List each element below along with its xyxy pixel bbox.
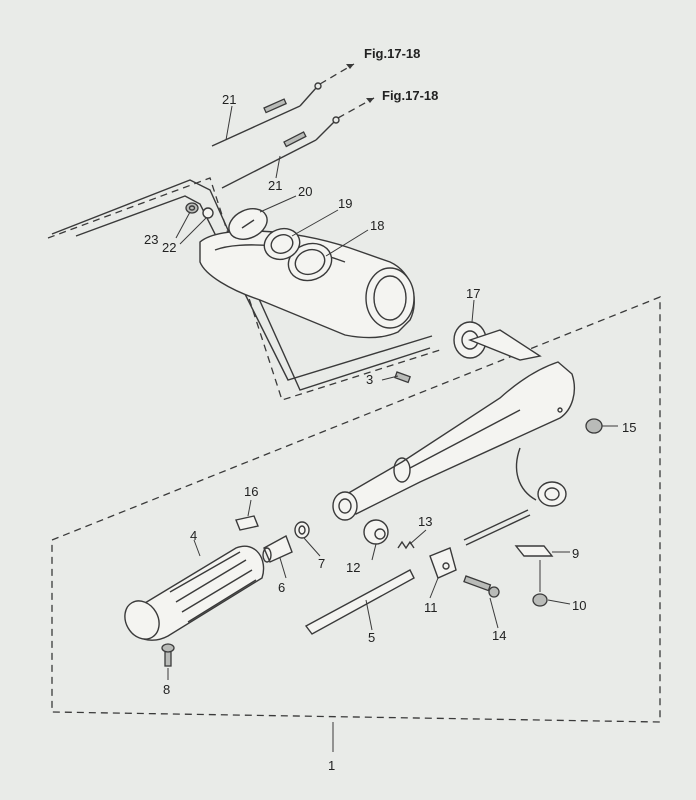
callout-leaders	[167, 105, 618, 680]
cable-21-upper	[211, 82, 322, 147]
assembly-boundary	[51, 296, 661, 723]
clamp-11	[429, 547, 457, 579]
callout-9: 9	[572, 546, 579, 561]
callout-16: 16	[244, 484, 258, 499]
fig-ref-upper: Fig.17-18	[364, 46, 420, 61]
plate-9	[514, 545, 554, 557]
rod-5	[304, 569, 415, 635]
decal-16	[235, 515, 259, 531]
callout-7: 7	[318, 556, 325, 571]
callout-12: 12	[346, 560, 360, 575]
callout-13: 13	[418, 514, 432, 529]
callout-1: 1	[328, 758, 335, 773]
bolt-3	[394, 371, 411, 384]
callout-5: 5	[368, 630, 375, 645]
callout-3: 3	[366, 372, 373, 387]
gasket-18	[287, 242, 333, 282]
arrow-head-upper	[346, 64, 354, 69]
plate-20	[228, 208, 268, 240]
grip-4	[124, 545, 265, 641]
fig-ref-lower: Fig.17-18	[382, 88, 438, 103]
callout-11: 11	[424, 600, 438, 615]
callout-8: 8	[163, 682, 170, 697]
bolt-14	[463, 575, 500, 598]
callout-4: 4	[190, 528, 197, 543]
collar-7	[294, 521, 310, 539]
bushing-6	[262, 534, 293, 563]
callout-10: 10	[572, 598, 586, 613]
callout-19: 19	[338, 196, 352, 211]
callout-22: 22	[162, 240, 176, 255]
arrow-head-lower	[366, 98, 374, 103]
spring-13	[397, 540, 415, 550]
callout-21-lower: 21	[268, 178, 282, 193]
cable-21-lower	[221, 116, 340, 189]
pulley-12	[363, 519, 389, 545]
callout-18: 18	[370, 218, 384, 233]
bracket-17	[453, 321, 542, 361]
gasket-19	[263, 227, 301, 261]
cover-outline-inner	[75, 195, 433, 381]
callout-15: 15	[622, 420, 636, 435]
callout-6: 6	[278, 580, 285, 595]
tiller-arm	[332, 361, 576, 521]
callout-23: 23	[144, 232, 158, 247]
housing-cover	[199, 230, 415, 339]
screw-8	[161, 643, 175, 667]
callout-17: 17	[466, 286, 480, 301]
callout-21-upper: 21	[222, 92, 236, 107]
arrow-ref-upper	[319, 63, 355, 85]
callout-20: 20	[298, 184, 312, 199]
arrow-ref-lower	[337, 97, 375, 119]
screw-10	[532, 593, 548, 607]
nut-23	[185, 202, 199, 214]
throttle-shaft	[463, 447, 567, 546]
cap-15	[585, 418, 603, 434]
washer-22	[202, 207, 214, 219]
callout-14: 14	[492, 628, 506, 643]
cover-outline-outer	[51, 179, 431, 391]
